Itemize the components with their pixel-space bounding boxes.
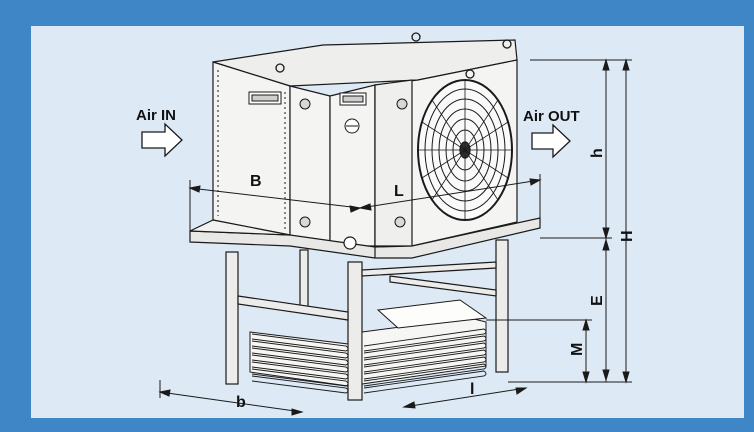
- left-face-details: [217, 70, 408, 230]
- arrow-right-icon: [531, 123, 571, 159]
- leg-front-left: [225, 251, 239, 385]
- label-dim-l: l: [470, 381, 474, 398]
- screw-icon: [299, 98, 311, 110]
- coil-tube: [251, 354, 349, 373]
- air-out-arrow: [531, 123, 571, 159]
- coil-tube: [363, 363, 487, 387]
- label-air-in: Air IN: [136, 107, 176, 124]
- coil-tube: [363, 342, 487, 366]
- coil-tube: [363, 370, 487, 394]
- coil-tube: [363, 356, 487, 380]
- lifting-eye-icon: [465, 69, 475, 79]
- label-dim-M: M: [569, 343, 586, 356]
- unit-corner-panel: [329, 84, 376, 247]
- label-dim-b: b: [236, 394, 246, 411]
- screw-icon: [299, 216, 311, 228]
- screw-icon: [394, 216, 406, 228]
- coil-tubes: [251, 328, 487, 394]
- coil-tube: [251, 368, 349, 387]
- arrow-right-icon: [141, 122, 183, 158]
- screw-icon: [396, 98, 408, 110]
- coil-tube: [251, 375, 349, 394]
- lifting-eye-icon: [502, 39, 512, 49]
- label-dim-B: B: [250, 173, 262, 190]
- coil-tube: [251, 333, 349, 352]
- leg-back-left: [299, 249, 309, 311]
- lifting-eyes: [275, 32, 512, 79]
- coil-tube: [251, 347, 349, 366]
- leg-front-right: [347, 261, 363, 401]
- lifting-eye-icon: [411, 32, 421, 42]
- label-dim-h: h: [589, 148, 606, 158]
- label-dim-E: E: [589, 295, 606, 306]
- coil-tube: [363, 349, 487, 373]
- coil-tube: [251, 361, 349, 380]
- unit-left-face: [212, 61, 291, 236]
- coil-tube: [363, 328, 487, 352]
- leg-back-right: [495, 239, 509, 373]
- support-frame: [225, 239, 509, 401]
- fan-guard: [417, 79, 513, 221]
- base-plate: [189, 217, 541, 259]
- coil-tube: [251, 340, 349, 359]
- label-dim-H: H: [619, 230, 636, 242]
- dimension-lines: [158, 58, 632, 416]
- air-in-arrow: [141, 122, 183, 158]
- lifting-eye-icon: [275, 63, 285, 73]
- label-dim-L: L: [394, 183, 404, 200]
- coil-tube: [363, 335, 487, 359]
- label-air-out: Air OUT: [523, 108, 580, 125]
